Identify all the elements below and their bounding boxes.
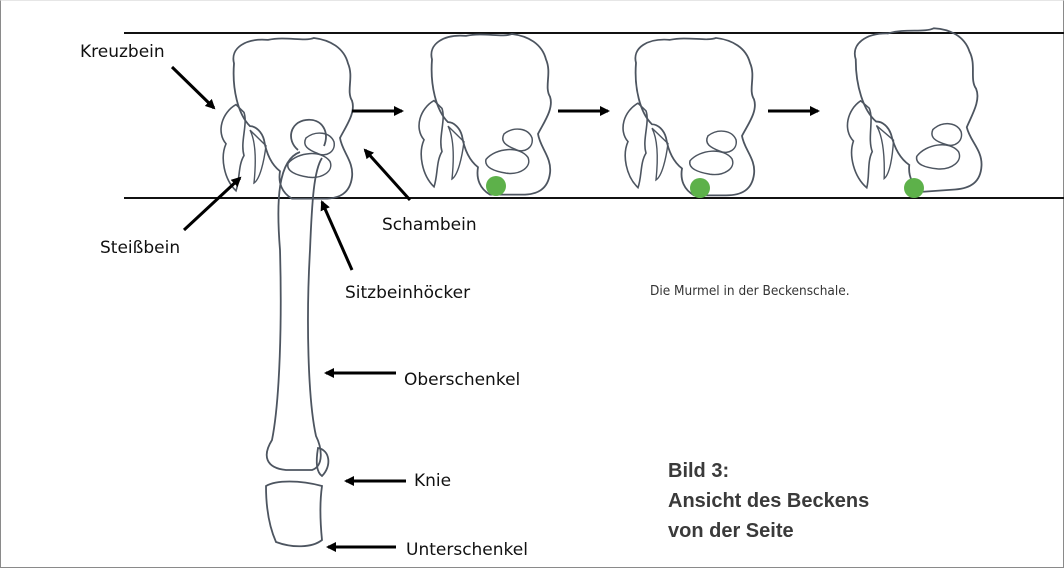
pelvis-side-view-main	[221, 38, 353, 199]
label-sitzbeinhoecker: Sitzbeinhöcker	[345, 285, 470, 302]
title-line-2: Ansicht des Beckens	[668, 486, 869, 516]
label-knie: Knie	[414, 473, 451, 490]
label-oberschenkel: Oberschenkel	[404, 372, 520, 389]
caption: Die Murmel in der Beckenschale.	[650, 283, 850, 299]
pelvis-stage-2	[623, 38, 755, 198]
label-unterschenkel: Unterschenkel	[406, 542, 528, 559]
femur	[266, 120, 328, 546]
label-kreuzbein: Kreuzbein	[80, 44, 165, 61]
label-schambein: Schambein	[382, 217, 477, 234]
title-line-1: Bild 3:	[668, 456, 869, 486]
pelvis-stage-3	[841, 26, 984, 198]
figure-title: Bild 3: Ansicht des Beckens von der Seit…	[668, 456, 869, 546]
title-line-3: von der Seite	[668, 516, 869, 546]
label-steissbein: Steißbein	[100, 240, 180, 257]
pelvis-stage-1	[419, 34, 551, 196]
